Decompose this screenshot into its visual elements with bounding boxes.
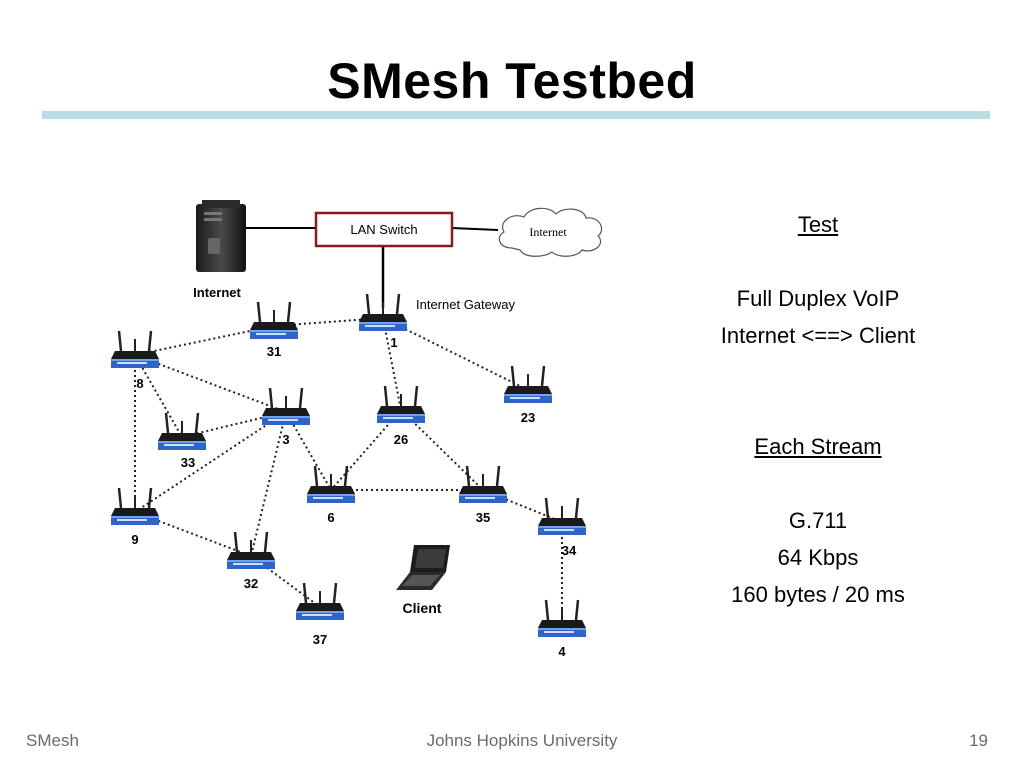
title-rule xyxy=(42,111,990,119)
stream-line-1: G.711 xyxy=(788,508,848,533)
router-label-23: 23 xyxy=(521,410,535,425)
mesh-link-3-9 xyxy=(134,411,287,513)
router-label-4: 4 xyxy=(558,644,566,659)
router-label-6: 6 xyxy=(327,510,334,525)
mesh-link-32-37 xyxy=(250,555,321,608)
mesh-link-1-26 xyxy=(382,317,402,411)
client-label: Client xyxy=(403,600,442,616)
router-6: 6 xyxy=(307,465,355,525)
router-34: 34 xyxy=(538,497,586,558)
laptop-icon xyxy=(396,545,450,590)
router-label-3: 3 xyxy=(282,432,289,447)
router-label-37: 37 xyxy=(313,632,327,647)
router-9: 9 xyxy=(111,487,159,547)
stream-line-2: 64 Kbps xyxy=(777,545,859,570)
server-icon xyxy=(196,200,246,272)
server-label: Internet xyxy=(193,285,241,300)
test-description: Test Full Duplex VoIP Internet <==> Clie… xyxy=(668,206,968,613)
router-4: 4 xyxy=(538,599,586,659)
router-33: 33 xyxy=(158,412,206,470)
router-26: 26 xyxy=(377,385,425,447)
mesh-link-1-23 xyxy=(382,317,529,391)
mesh-link-8-33 xyxy=(134,354,183,438)
internet-cloud-label: Internet xyxy=(529,225,567,239)
lan-switch-label: LAN Switch xyxy=(350,222,417,237)
footer-left: SMesh xyxy=(26,731,79,750)
internet-cloud: Internet xyxy=(498,207,603,257)
router-3: 3 xyxy=(262,387,310,447)
router-label-1: 1 xyxy=(390,335,397,350)
stream-line-3: 160 bytes / 20 ms xyxy=(731,582,905,607)
page-number: 19 xyxy=(969,731,988,750)
router-label-35: 35 xyxy=(476,510,490,525)
router-32: 32 xyxy=(227,531,275,591)
router-31: 31 xyxy=(250,301,298,359)
test-heading: Test xyxy=(797,212,839,237)
mesh-link-8-31 xyxy=(134,325,275,356)
mesh-link-3-32 xyxy=(250,411,287,557)
router-label-33: 33 xyxy=(181,455,195,470)
gateway-label: Internet Gateway xyxy=(416,297,515,312)
router-23: 23 xyxy=(504,365,552,425)
router-1: 1 xyxy=(359,293,407,350)
switch-to-internet-wire xyxy=(451,227,499,231)
test-line-2: Internet <==> Client xyxy=(720,323,916,348)
test-line-1: Full Duplex VoIP xyxy=(736,286,900,311)
router-label-8: 8 xyxy=(136,376,143,391)
stream-heading: Each Stream xyxy=(754,434,882,459)
mesh-link-8-3 xyxy=(134,354,287,413)
router-37: 37 xyxy=(296,582,344,647)
footer-center: Johns Hopkins University xyxy=(426,731,618,750)
mesh-link-26-35 xyxy=(400,409,484,491)
router-label-32: 32 xyxy=(244,576,258,591)
router-label-34: 34 xyxy=(562,543,577,558)
router-label-26: 26 xyxy=(394,432,408,447)
router-label-9: 9 xyxy=(131,532,138,547)
router-8: 8 xyxy=(111,330,159,391)
lan-switch: LAN Switch xyxy=(314,211,454,248)
router-35: 35 xyxy=(459,465,507,525)
router-label-31: 31 xyxy=(267,344,281,359)
slide-title: SMesh Testbed xyxy=(327,53,697,109)
